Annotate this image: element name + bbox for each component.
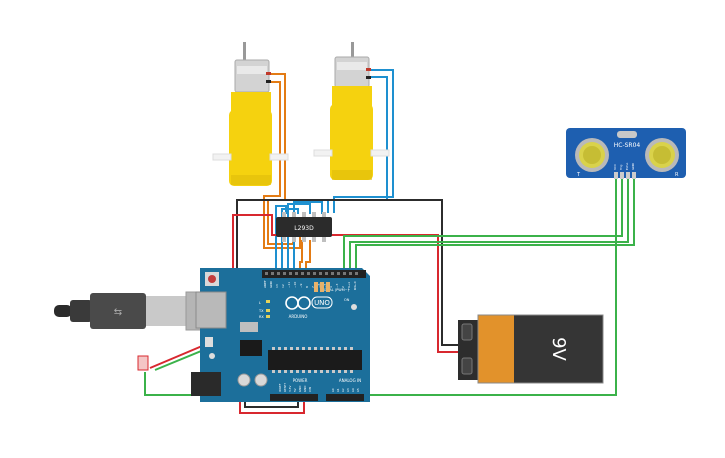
pin-a3: A3 [346, 388, 350, 392]
pin-reset: RESET [283, 383, 287, 392]
battery-label: 9V [548, 337, 569, 361]
us-pin-trig: Trig [619, 165, 623, 171]
pin-gnd2: GND [303, 386, 307, 392]
rx-label: RX [259, 315, 264, 319]
arduino-logo: UNO ARDUINO [285, 296, 333, 319]
us-pin-echo: Echo [625, 163, 629, 170]
wire-motor-left-b[interactable] [263, 81, 301, 249]
pin-gnd1: GND [298, 386, 302, 392]
pin-a0: A0 [331, 388, 335, 392]
pin-1: TX→1 [347, 282, 351, 291]
pin-3v3: 3.3V [288, 386, 292, 392]
ultrasonic-r-label: R [675, 172, 679, 178]
wire-us-gnd[interactable] [355, 178, 635, 270]
pin-aref: AREF [263, 280, 267, 288]
pin-ioref: IOREF [278, 383, 282, 392]
power-label: POWER [293, 378, 308, 383]
wire-power-loop[interactable] [232, 214, 458, 390]
usb-icon: ⇆ [114, 307, 122, 318]
wire-us-trig[interactable] [343, 178, 623, 270]
pin-a4: A4 [351, 388, 355, 392]
tx-label: TX [258, 309, 264, 313]
pin-a2: A2 [341, 388, 345, 392]
pin-13: 13 [275, 284, 279, 288]
wire-ic-low-b[interactable] [305, 240, 311, 270]
l293d-chip[interactable]: L293D [276, 212, 332, 242]
ultrasonic-label: HC-SR04 [614, 142, 641, 149]
wire-us-vcc[interactable] [144, 178, 617, 396]
motor-right[interactable] [313, 42, 390, 180]
motor-left[interactable] [212, 42, 289, 186]
analog-label: ANALOG IN [339, 378, 361, 383]
pin-4: 4 [329, 286, 333, 288]
us-pin-vcc: VCC [613, 164, 617, 170]
wire-ends [137, 355, 149, 371]
ultrasonic-sensor[interactable]: HC-SR04 T R VCC Trig Echo GND [566, 128, 686, 179]
us-pin-gnd: GND [631, 162, 635, 170]
pin-5: ~5 [323, 283, 327, 288]
l-label: L [259, 301, 261, 305]
pin-10: ~10 [293, 282, 297, 288]
wire-us-echo[interactable] [349, 178, 629, 270]
battery-9v[interactable]: 9V [458, 314, 604, 384]
pin-a1: A1 [336, 388, 340, 392]
pin-12: 12 [281, 284, 285, 288]
digital-label: DIGITAL (PWM~) [320, 288, 350, 292]
l293d-label: L293D [294, 225, 314, 232]
pin-5v: 5V [293, 388, 297, 392]
uno-label: UNO [314, 299, 330, 307]
brand-label: ARDUINO [289, 314, 308, 319]
pin-6: ~6 [317, 283, 321, 288]
pin-3: ~3 [335, 283, 339, 288]
arduino-uno[interactable]: AREF GND 13 12 ~11 ~10 ~9 8 7 ~6 ~5 4 ~3… [191, 268, 370, 402]
pin-11: ~11 [287, 282, 291, 288]
pin-9: ~9 [299, 283, 303, 288]
pin-0: RX←0 [353, 281, 357, 290]
ultrasonic-t-label: T [576, 172, 581, 178]
pin-gnd-d: GND [269, 280, 273, 288]
pin-7: 7 [311, 286, 315, 288]
wire-motor-right-a[interactable] [333, 69, 394, 213]
pin-8: 8 [305, 286, 309, 288]
wire-ic-low-a[interactable] [299, 240, 303, 270]
pin-2: 2 [341, 286, 345, 288]
wire-gnd-loop[interactable] [236, 199, 458, 390]
on-label: ON [344, 298, 350, 302]
pin-a5: A5 [356, 388, 360, 392]
pin-vin: VIN [308, 387, 312, 392]
